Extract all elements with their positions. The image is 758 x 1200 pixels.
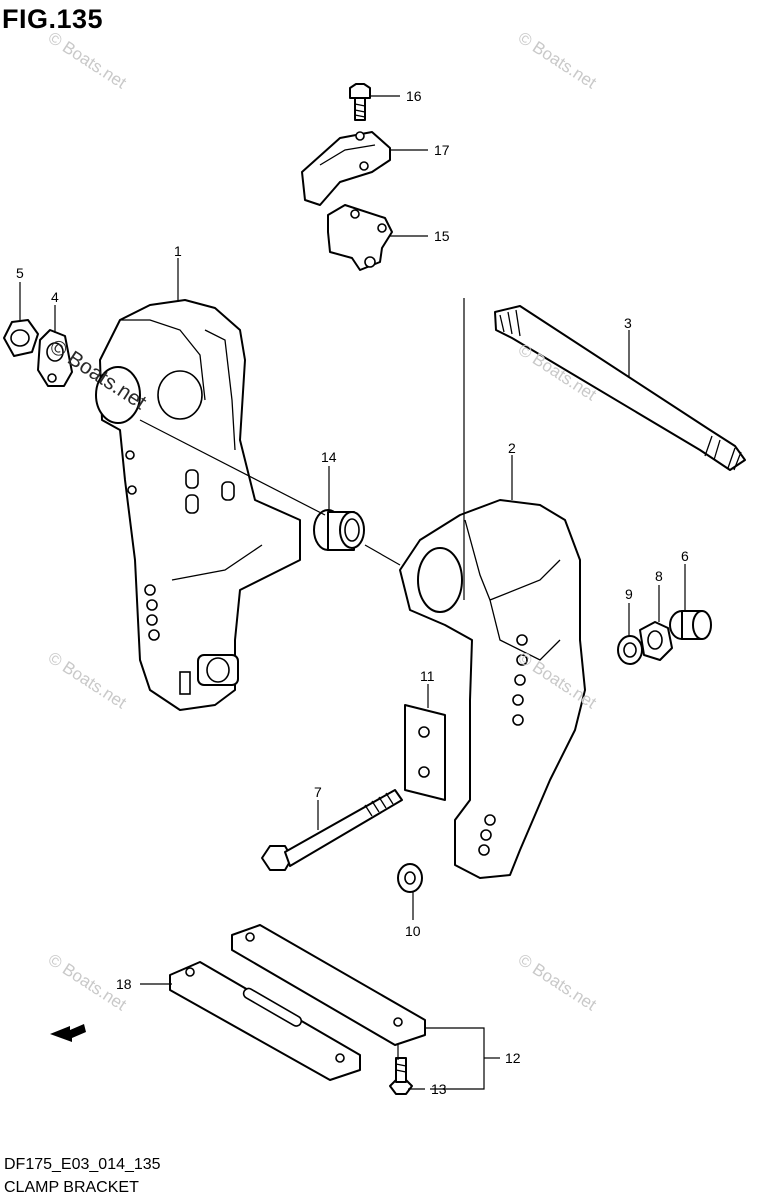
callout-10[interactable]: 10 (405, 923, 421, 939)
leader-lines (19, 95, 686, 1090)
nut-5[interactable] (3, 319, 39, 357)
callout-15[interactable]: 15 (434, 228, 450, 244)
callout-14[interactable]: 14 (321, 449, 337, 465)
callout-18[interactable]: 18 (116, 976, 132, 992)
bracket-plate-15[interactable] (327, 204, 393, 271)
callout-2[interactable]: 2 (508, 440, 516, 456)
callout-13[interactable]: 13 (431, 1081, 447, 1097)
callout-12[interactable]: 12 (505, 1050, 521, 1066)
bolt-16[interactable] (349, 83, 371, 121)
callout-3[interactable]: 3 (624, 315, 632, 331)
tilt-tube-3[interactable] (494, 305, 746, 471)
callout-11[interactable]: 11 (420, 668, 435, 684)
fwd-arrow-icon (50, 1024, 86, 1042)
callout-7[interactable]: 7 (314, 784, 322, 800)
callout-4[interactable]: 4 (51, 289, 59, 305)
long-bolt-7[interactable] (261, 789, 403, 871)
plate-4[interactable] (37, 329, 73, 387)
clamp-plate-12[interactable] (231, 924, 426, 1046)
callout-6[interactable]: 6 (681, 548, 689, 564)
nut-8[interactable] (639, 621, 673, 661)
collar-6[interactable] (669, 610, 712, 640)
clamp-plate-18[interactable] (169, 961, 361, 1081)
figure-code: DF175_E03_014_135 (4, 1156, 161, 1173)
bushing-14[interactable] (313, 509, 365, 551)
callout-5[interactable]: 5 (16, 265, 24, 281)
clamp-bracket-2[interactable] (399, 499, 586, 879)
cover-plate-17[interactable] (301, 131, 391, 206)
washer-10[interactable] (397, 863, 423, 893)
spacer-plate-11[interactable] (404, 704, 446, 801)
clamp-bracket-1[interactable] (95, 299, 301, 711)
bolt-13[interactable] (389, 1057, 413, 1095)
callout-1[interactable]: 1 (174, 243, 182, 259)
callout-17[interactable]: 17 (434, 142, 450, 158)
washer-9[interactable] (617, 635, 643, 665)
callout-16[interactable]: 16 (406, 88, 422, 104)
figure-name: CLAMP BRACKET (4, 1179, 139, 1196)
callout-8[interactable]: 8 (655, 568, 663, 584)
figure-title: FIG.135 (2, 4, 104, 34)
callout-9[interactable]: 9 (625, 586, 633, 602)
